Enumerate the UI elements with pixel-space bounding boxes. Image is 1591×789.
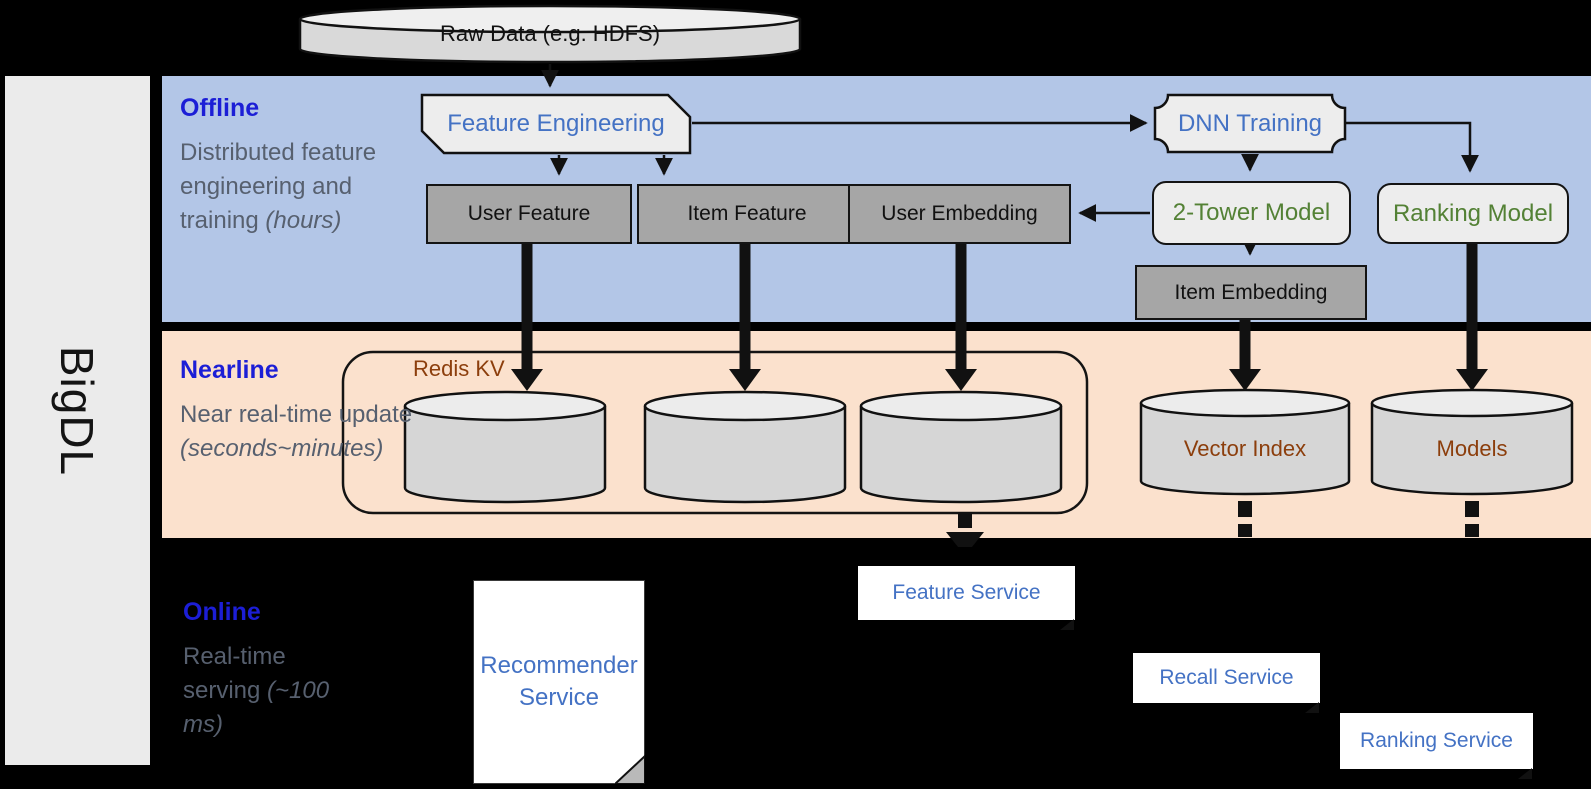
nearline-desc-note: (seconds~minutes) xyxy=(180,435,384,463)
dash-arrowhead-featureservice xyxy=(946,532,984,547)
user-embedding-label: User Embedding xyxy=(881,202,1038,225)
arrow-userfeature-to-redis xyxy=(511,369,543,391)
dash-redis-to-featureservice xyxy=(958,512,972,528)
redis-cylinder-3 xyxy=(859,390,1063,504)
nearline-section-desc: Near real-time update (seconds~minutes) xyxy=(180,398,415,466)
raw-data-cylinder xyxy=(298,4,802,64)
recall-service-box: Recall Service xyxy=(1133,653,1320,713)
ranking-service-label: Ranking Service xyxy=(1360,729,1513,752)
page-fold-icon xyxy=(1518,768,1532,779)
raw-data-label: Raw Data (e.g. HDFS) xyxy=(439,21,661,46)
redis-cylinder-2 xyxy=(643,390,847,504)
arrow-rankingmodel-to-models xyxy=(1456,369,1488,391)
recommender-service-label: Recommender Service xyxy=(480,651,638,711)
feature-service-label: Feature Service xyxy=(892,581,1041,604)
dash-models-2 xyxy=(1465,524,1479,537)
redis-kv-label: Redis KV xyxy=(413,356,505,381)
online-section-title: Online xyxy=(183,598,261,626)
models-cylinder xyxy=(1370,388,1574,496)
recommender-service-doc: Recommender Service xyxy=(473,580,645,784)
item-feature-label: Item Feature xyxy=(687,202,807,225)
feature-engineering-shape xyxy=(420,93,692,155)
page-fold-icon xyxy=(1060,619,1074,630)
nearline-section-labels: Nearline Near real-time update (seconds~… xyxy=(180,356,415,466)
dash-models-1 xyxy=(1465,501,1479,517)
dash-vectorindex-2 xyxy=(1238,524,1252,537)
two-tower-model-box: 2-Tower Model xyxy=(1152,181,1351,245)
models-label: Models xyxy=(1436,436,1508,461)
ranking-service-box: Ranking Service xyxy=(1340,713,1533,779)
offline-desc-text: Distributed feature engineering and trai… xyxy=(180,139,377,235)
page-fold-icon xyxy=(615,754,645,784)
offline-section-desc: Distributed feature engineering and trai… xyxy=(180,136,392,238)
dash-vectorindex-1 xyxy=(1238,501,1252,517)
offline-desc-note: (hours) xyxy=(265,207,342,235)
offline-section-title: Offline xyxy=(180,94,260,122)
nearline-desc-text: Near real-time update xyxy=(180,401,413,428)
dashed-links xyxy=(946,501,1479,547)
page-fold-icon xyxy=(1305,702,1319,713)
recall-service-label: Recall Service xyxy=(1159,666,1294,689)
item-embedding-label: Item Embedding xyxy=(1174,280,1328,304)
arrow-userembedding-to-redis xyxy=(945,369,977,391)
online-section-labels: Online Real-time serving (~100 ms) xyxy=(183,598,333,742)
dnn-training-shape xyxy=(1153,93,1347,154)
thick-arrows xyxy=(511,242,1488,391)
item-feature-box: Item Feature xyxy=(637,184,857,244)
user-feature-box: User Feature xyxy=(426,184,632,244)
feature-engineering-label: Feature Engineering xyxy=(447,110,665,137)
online-section-desc: Real-time serving (~100 ms) xyxy=(183,640,333,742)
arrow-itemfeature-to-redis xyxy=(729,369,761,391)
redis-kv-container xyxy=(341,350,1089,515)
thin-arrows xyxy=(541,64,1479,256)
two-tower-model-label: 2-Tower Model xyxy=(1172,199,1331,226)
item-embedding-box: Item Embedding xyxy=(1135,265,1367,320)
offline-section-labels: Offline Distributed feature engineering … xyxy=(180,94,392,238)
vector-index-label: Vector Index xyxy=(1183,436,1307,461)
user-feature-label: User Feature xyxy=(467,202,591,225)
bigdl-sidebar: BigDL xyxy=(5,76,150,765)
dnn-training-label: DNN Training xyxy=(1177,109,1323,137)
online-desc-text: Real-time serving xyxy=(183,643,286,705)
ranking-model-label: Ranking Model xyxy=(1392,199,1554,227)
nearline-section-title: Nearline xyxy=(180,356,279,384)
online-desc-note: (~100 ms) xyxy=(183,677,330,739)
ranking-model-box: Ranking Model xyxy=(1377,183,1569,244)
arrow-dnn-to-rankingmodel xyxy=(1345,121,1479,173)
feature-service-box: Feature Service xyxy=(858,566,1075,630)
redis-cylinder-1 xyxy=(403,390,607,504)
user-embedding-box: User Embedding xyxy=(848,184,1071,244)
arrow-itemembedding-to-vectorindex xyxy=(1229,369,1261,391)
vector-index-cylinder xyxy=(1139,388,1351,496)
